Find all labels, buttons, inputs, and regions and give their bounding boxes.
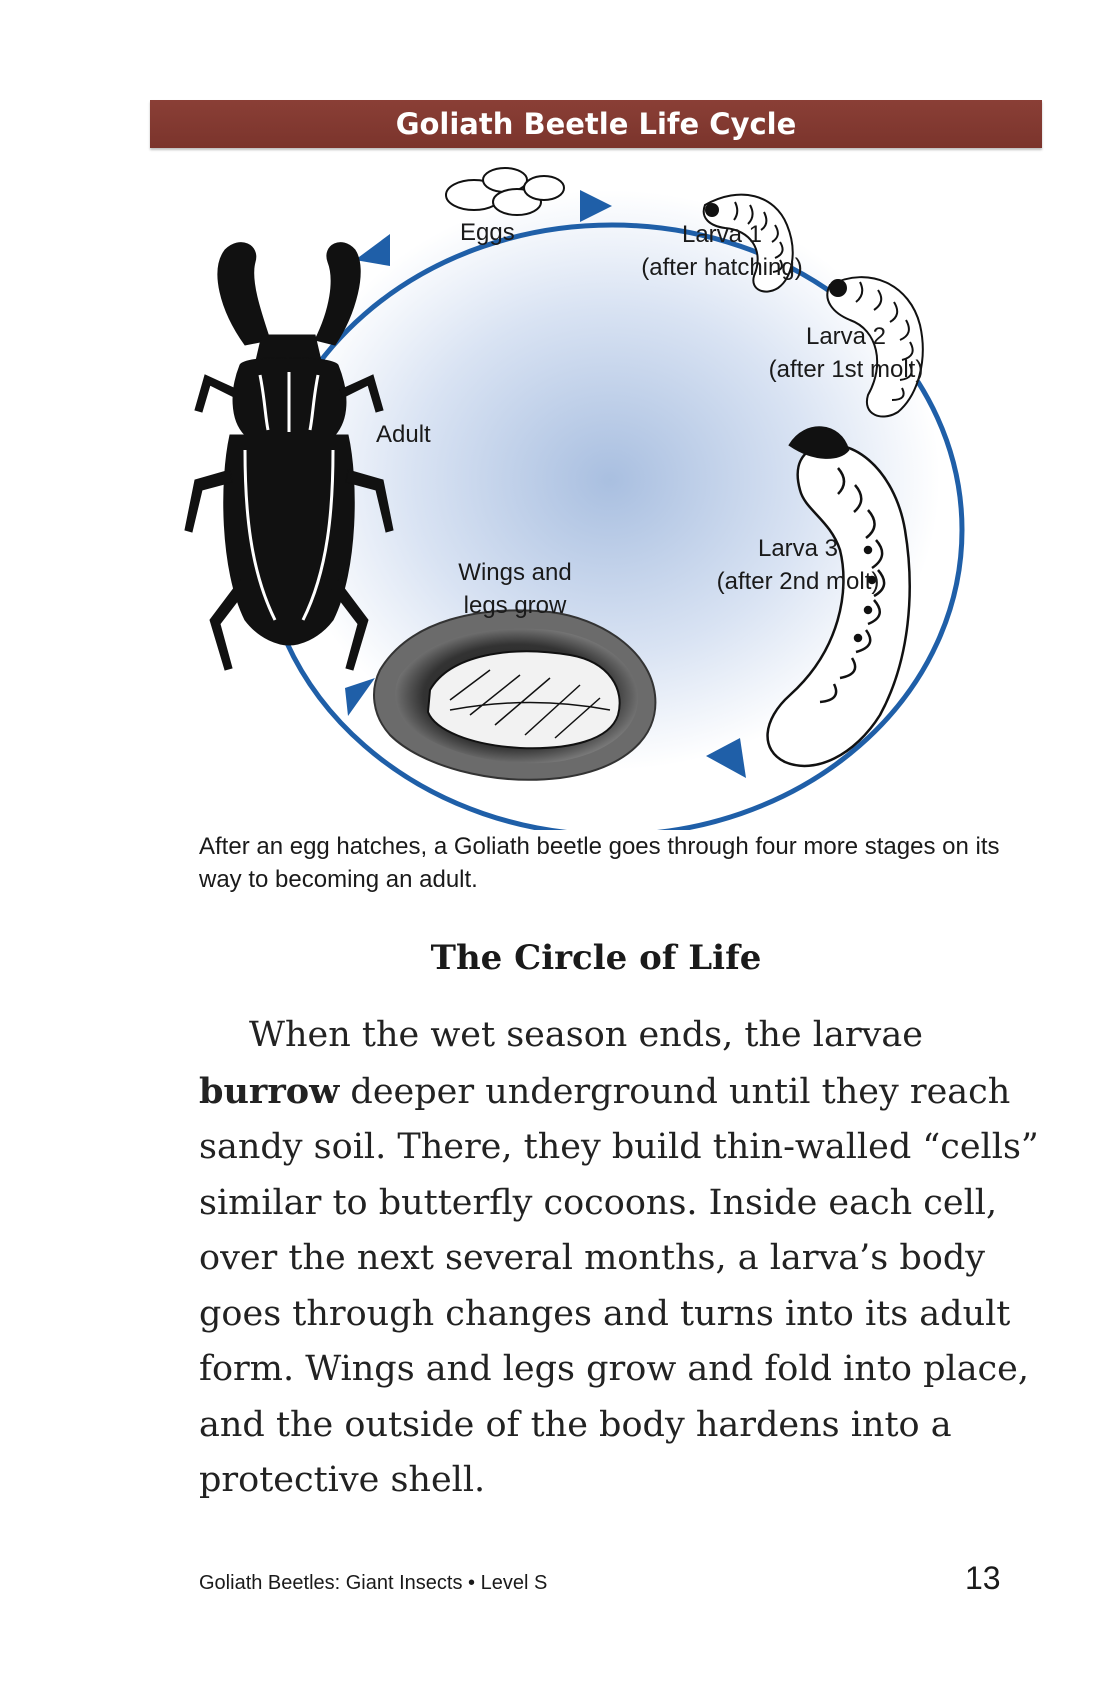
paragraph-rest: deeper underground until they reach sand… — [199, 1071, 1039, 1501]
figure-caption: After an egg hatches, a Goliath beetle g… — [199, 833, 1000, 893]
life-cycle-diagram: Eggs Larva 1 (after hatching) Larva 2 (a… — [150, 150, 1042, 830]
larva-3-subtitle: (after 2nd molt) — [716, 568, 880, 595]
page-number: 13 — [965, 1560, 1001, 1596]
eggs-label: Eggs — [460, 219, 515, 246]
eggs-icon — [445, 167, 565, 216]
larva-3-icon — [766, 426, 911, 768]
larva-2-label: Larva 2 (after 1st molt) — [726, 320, 966, 386]
larva-1-icon — [702, 193, 794, 293]
arrow-icon — [345, 678, 375, 716]
larva-1-subtitle: (after hatching) — [641, 254, 803, 281]
diagram-title-banner: Goliath Beetle Life Cycle — [150, 100, 1042, 148]
arrow-icon — [706, 738, 746, 778]
larva-1-label: Larva 1 (after hatching) — [602, 218, 842, 284]
pupa-label-line-1: Wings and — [458, 559, 572, 586]
paragraph-lead: When the wet season ends, the larvae — [249, 1015, 923, 1055]
adult-beetle-markings — [243, 372, 335, 621]
adult-label: Adult — [376, 421, 431, 448]
arrow-icon — [580, 190, 612, 222]
larva-2-subtitle: (after 1st molt) — [768, 356, 924, 383]
larva-1-title: Larva 1 — [681, 221, 763, 248]
section-heading: The Circle of Life — [430, 938, 762, 978]
larva-3-label: Larva 3 (after 2nd molt) — [678, 532, 918, 598]
pupa-label-line-2: legs grow — [463, 592, 567, 619]
diagram-title: Goliath Beetle Life Cycle — [395, 107, 797, 141]
pupa-label: Wings and legs grow — [440, 556, 590, 622]
arrow-icon — [355, 234, 390, 266]
larva-2-icon — [826, 276, 924, 418]
vocabulary-word: burrow — [199, 1070, 340, 1112]
footer-book-title: Goliath Beetles: Giant Insects • Level S — [199, 1572, 548, 1594]
pupa-cell-icon — [373, 609, 657, 781]
larva-2-title: Larva 2 — [805, 323, 887, 350]
body-paragraph: When the wet season ends, the larvae bur… — [199, 1008, 1039, 1509]
larva-3-title: Larva 3 — [757, 535, 839, 562]
life-cycle-graphic — [184, 167, 965, 830]
